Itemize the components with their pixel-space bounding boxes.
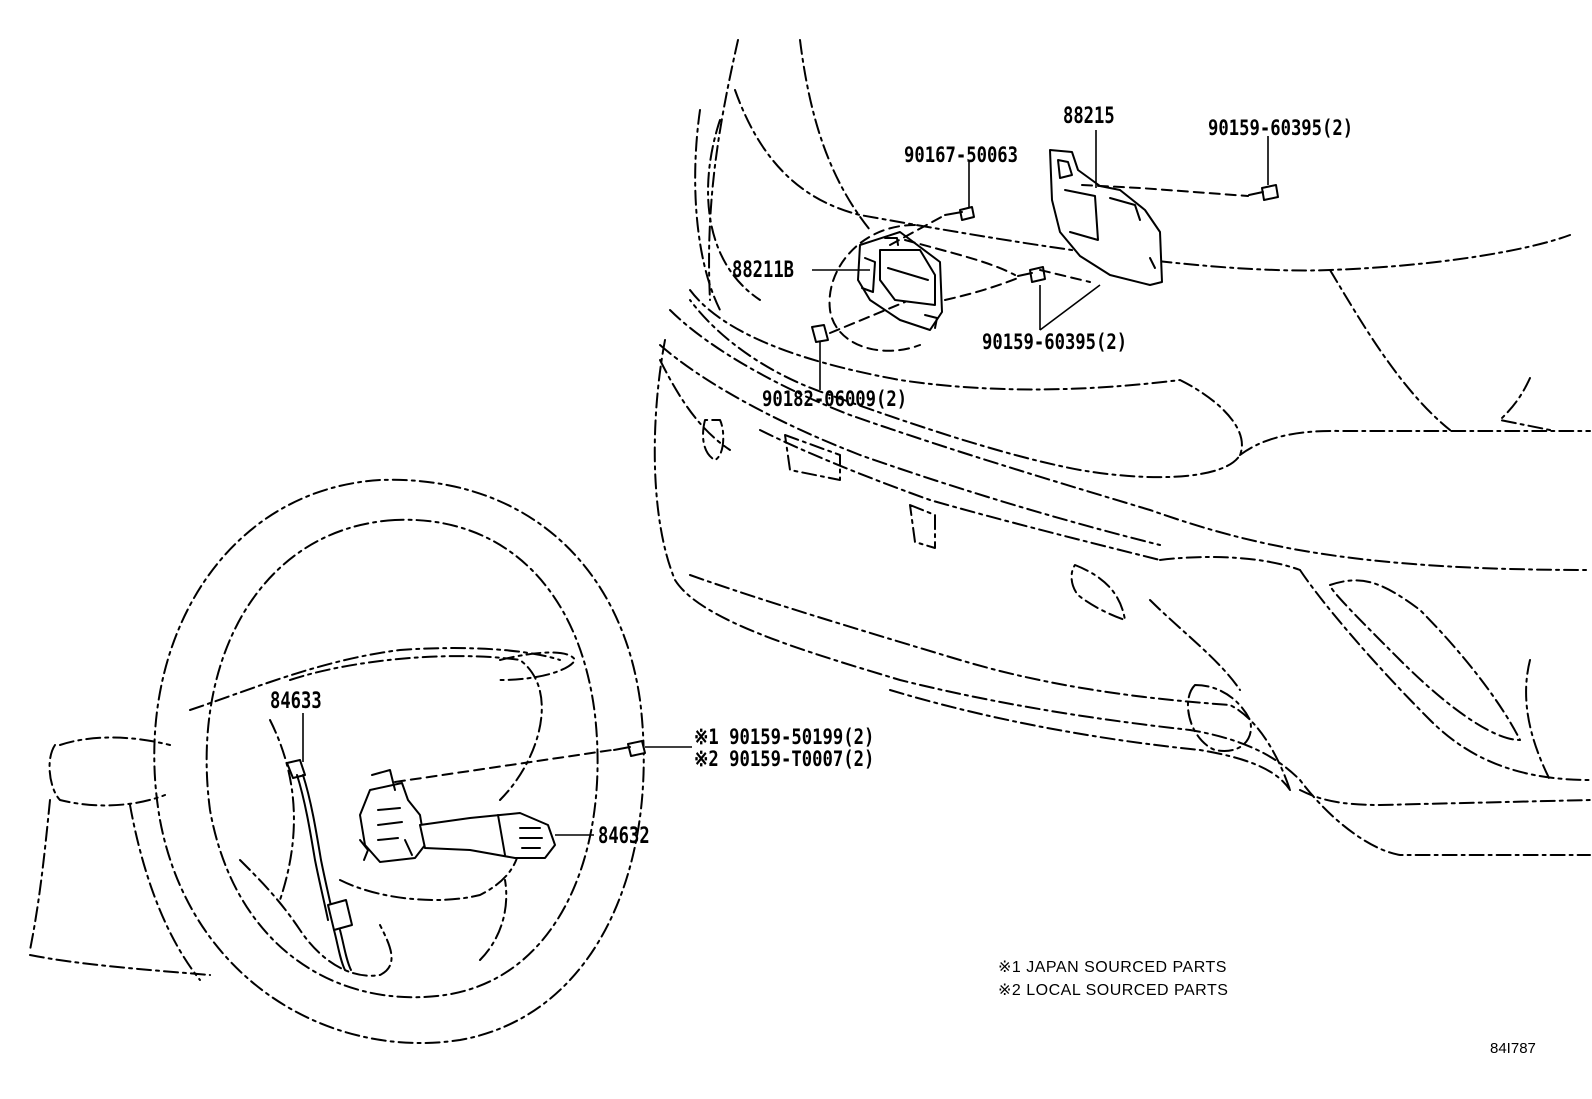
leader-lines-sensor <box>812 130 1269 390</box>
part-label-88211b[interactable]: 88211B <box>732 258 794 283</box>
figure-id: 84I787 <box>1490 1040 1536 1057</box>
cruise-switch-84632 <box>359 769 556 863</box>
part-label-90159-50199[interactable]: ※1 90159-50199(2) <box>694 725 875 749</box>
assembly-lines-steering <box>302 713 692 836</box>
part-label-84632[interactable]: 84632 <box>598 824 650 849</box>
bracket-88215 <box>1049 149 1163 286</box>
clip-90182-06009 <box>811 324 829 343</box>
part-label-90182-06009[interactable]: 90182-06009(2) <box>762 387 908 411</box>
assembly-lines-sensor <box>829 184 1249 334</box>
part-label-90159-60395-top[interactable]: 90159-60395(2) <box>1208 116 1354 140</box>
bolt-90159-60395-mid <box>1017 266 1046 283</box>
part-label-84633[interactable]: 84633 <box>270 689 322 714</box>
radar-sensor-88211b <box>857 231 943 331</box>
part-label-88215[interactable]: 88215 <box>1063 104 1115 129</box>
part-label-90159-t0007[interactable]: ※2 90159-T0007(2) <box>694 747 875 771</box>
vehicle-front-body <box>653 39 1591 856</box>
cable-84633 <box>286 759 353 971</box>
sensor-zone-outline <box>828 224 921 352</box>
bolt-90167-50063 <box>944 206 975 221</box>
steering-wheel <box>29 478 645 1044</box>
bolt-90159-50199 <box>613 740 646 757</box>
note-japan-sourced: ※1 JAPAN SOURCED PARTS <box>998 959 1227 976</box>
part-label-90167-50063[interactable]: 90167-50063 <box>904 143 1019 167</box>
bolt-90159-60395-top <box>1248 184 1279 201</box>
note-local-sourced: ※2 LOCAL SOURCED PARTS <box>998 982 1229 999</box>
part-label-90159-60395-mid[interactable]: 90159-60395(2) <box>982 330 1128 354</box>
